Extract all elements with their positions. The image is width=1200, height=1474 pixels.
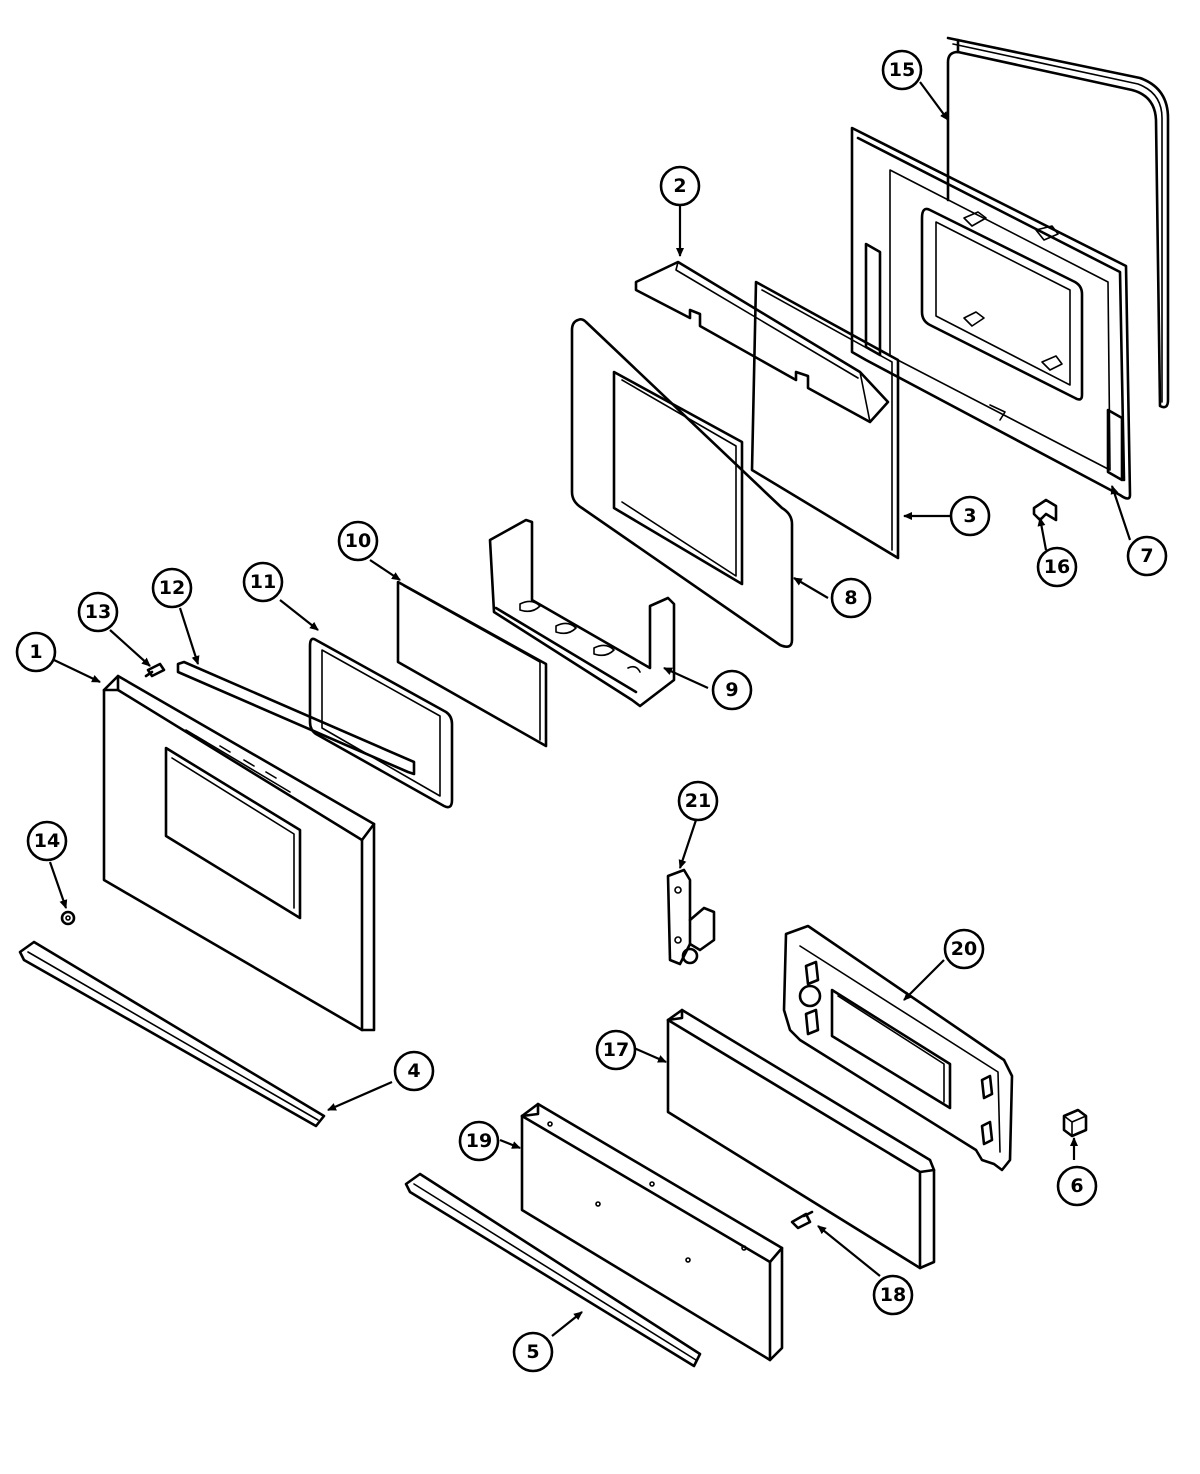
svg-text:10: 10 xyxy=(345,530,371,552)
callout-9: 9 xyxy=(711,669,753,711)
spacer-part xyxy=(1062,1108,1088,1138)
callout-11: 11 xyxy=(242,561,284,603)
svg-text:19: 19 xyxy=(466,1130,492,1152)
svg-text:11: 11 xyxy=(250,571,276,593)
door-frame-part xyxy=(570,318,794,648)
callout-8: 8 xyxy=(830,577,872,619)
svg-text:4: 4 xyxy=(407,1060,420,1082)
drawer-trim-part xyxy=(404,1172,702,1368)
callout-2: 2 xyxy=(659,165,701,207)
door-gasket-part xyxy=(946,36,1170,409)
svg-text:15: 15 xyxy=(889,59,915,81)
callout-12: 12 xyxy=(151,567,193,609)
glass-gasket-part xyxy=(308,637,454,809)
svg-text:12: 12 xyxy=(159,577,185,599)
svg-text:9: 9 xyxy=(725,679,738,701)
svg-text:3: 3 xyxy=(963,505,976,527)
drawer-front-part xyxy=(520,1102,784,1362)
callout-17: 17 xyxy=(595,1029,637,1071)
svg-text:5: 5 xyxy=(526,1341,539,1363)
callout-15: 15 xyxy=(881,49,923,91)
callout-14: 14 xyxy=(26,820,68,862)
drawer-screw-part xyxy=(790,1210,814,1230)
callout-3: 3 xyxy=(949,495,991,537)
svg-text:7: 7 xyxy=(1140,545,1153,567)
window-glass-part xyxy=(750,280,900,560)
svg-text:2: 2 xyxy=(673,175,686,197)
svg-text:14: 14 xyxy=(34,830,60,852)
svg-text:13: 13 xyxy=(85,601,111,623)
callout-21: 21 xyxy=(677,780,719,822)
door-top-trim-part xyxy=(634,260,890,424)
screw-part xyxy=(144,662,166,678)
callout-4: 4 xyxy=(393,1050,435,1092)
svg-text:8: 8 xyxy=(844,587,857,609)
insulation-bracket-part xyxy=(488,518,676,708)
leader-lines xyxy=(48,81,1132,1337)
callout-16: 16 xyxy=(1036,546,1078,588)
svg-text:21: 21 xyxy=(685,790,711,812)
callout-7: 7 xyxy=(1126,535,1168,577)
hinge-part xyxy=(666,868,716,966)
svg-text:17: 17 xyxy=(603,1039,629,1061)
svg-text:20: 20 xyxy=(951,938,977,960)
callout-13: 13 xyxy=(77,591,119,633)
callout-10: 10 xyxy=(337,520,379,562)
callout-1: 1 xyxy=(15,631,57,673)
bottom-trim-part xyxy=(18,940,326,1128)
outer-door-part xyxy=(102,674,376,1032)
clip-part xyxy=(1032,498,1058,522)
inner-door-panel-part xyxy=(850,126,1132,500)
callout-19: 19 xyxy=(458,1120,500,1162)
handle-strip-part xyxy=(176,660,416,776)
nut-part xyxy=(60,910,76,926)
inner-glass-part xyxy=(396,580,548,748)
svg-text:16: 16 xyxy=(1044,556,1070,578)
svg-text:1: 1 xyxy=(29,641,42,663)
drawer-frame-part xyxy=(782,924,1014,1172)
svg-text:18: 18 xyxy=(880,1284,906,1306)
callout-18: 18 xyxy=(872,1274,914,1316)
callout-20: 20 xyxy=(943,928,985,970)
callout-6: 6 xyxy=(1056,1165,1098,1207)
drawer-liner-part xyxy=(666,1008,936,1270)
svg-text:6: 6 xyxy=(1070,1175,1083,1197)
callout-5: 5 xyxy=(512,1331,554,1373)
